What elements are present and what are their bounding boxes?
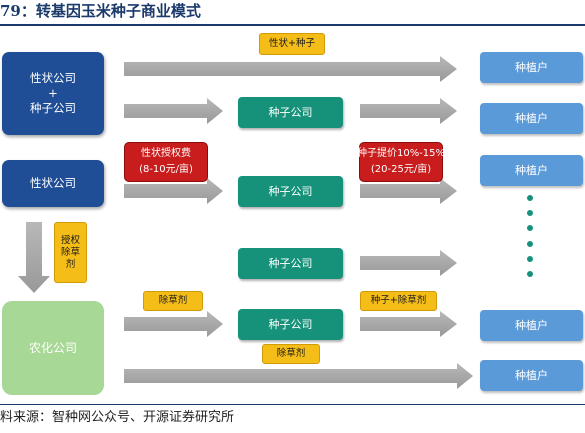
farmer-node-5: 种植户: [480, 360, 583, 391]
trait-company-node: 性状公司: [2, 160, 104, 207]
title-rule: [0, 24, 585, 26]
seed-company-node-2: 种子公司: [238, 176, 343, 207]
ellipsis-dot: [527, 256, 533, 262]
ellipsis-dot: [527, 195, 533, 201]
trait-seed-company-node: 性状公司 + 种子公司: [2, 52, 104, 135]
farmer-node-4: 种植户: [480, 310, 583, 341]
pesticide-company-node: 农化公司: [2, 301, 104, 395]
arrow-seed-company-to-farmer-5: [360, 311, 457, 337]
seed-company-node-4: 种子公司: [238, 309, 343, 340]
source-note: 料来源：智种网公众号、开源证券研究所: [0, 410, 235, 425]
ellipsis-dot: [527, 210, 533, 216]
arrow-trait-to-seed-company: [124, 178, 223, 204]
page-title: 79：转基因玉米种子商业模式: [0, 2, 201, 20]
arrow-pesticide-to-seed-company: [124, 311, 223, 337]
arrow-trait-down-to-pesticide: [18, 222, 50, 293]
herbicide-tag-1: 除草剂: [143, 291, 203, 311]
farmer-node-3: 种植户: [480, 155, 583, 186]
licensing-herbicide-tag: 授权 除草 剂: [54, 222, 87, 283]
arrow-pesticide-to-farmer-6: [124, 363, 473, 389]
seed-company-node-3: 种子公司: [238, 248, 343, 279]
price-increase-label: 种子提价10%-15% (20-25元/亩): [357, 142, 445, 182]
arrow-seed-company-to-farmer-3: [360, 178, 457, 204]
farmer-node-1: 种植户: [480, 52, 583, 83]
ellipsis-dot: [527, 225, 533, 231]
arrow-seed-company-to-farmer-4: [360, 250, 457, 276]
trait-plus-seed-tag: 性状+种子: [259, 33, 325, 55]
herbicide-tag-2: 除草剂: [262, 344, 320, 364]
arrow-trait-seed-to-farmer-1: [124, 56, 457, 82]
arrow-seed-company-to-farmer-2: [360, 98, 457, 124]
ellipsis-dot: [527, 271, 533, 277]
license-fee-label: 性状授权费 (8-10元/亩): [124, 142, 208, 182]
ellipsis-dot: [527, 241, 533, 247]
source-rule: [0, 404, 585, 405]
seed-company-node-1: 种子公司: [238, 97, 343, 128]
seed-plus-herbicide-tag: 种子+除草剂: [360, 291, 437, 311]
farmer-node-2: 种植户: [480, 103, 583, 134]
arrow-trait-seed-to-seed-company: [124, 98, 223, 124]
